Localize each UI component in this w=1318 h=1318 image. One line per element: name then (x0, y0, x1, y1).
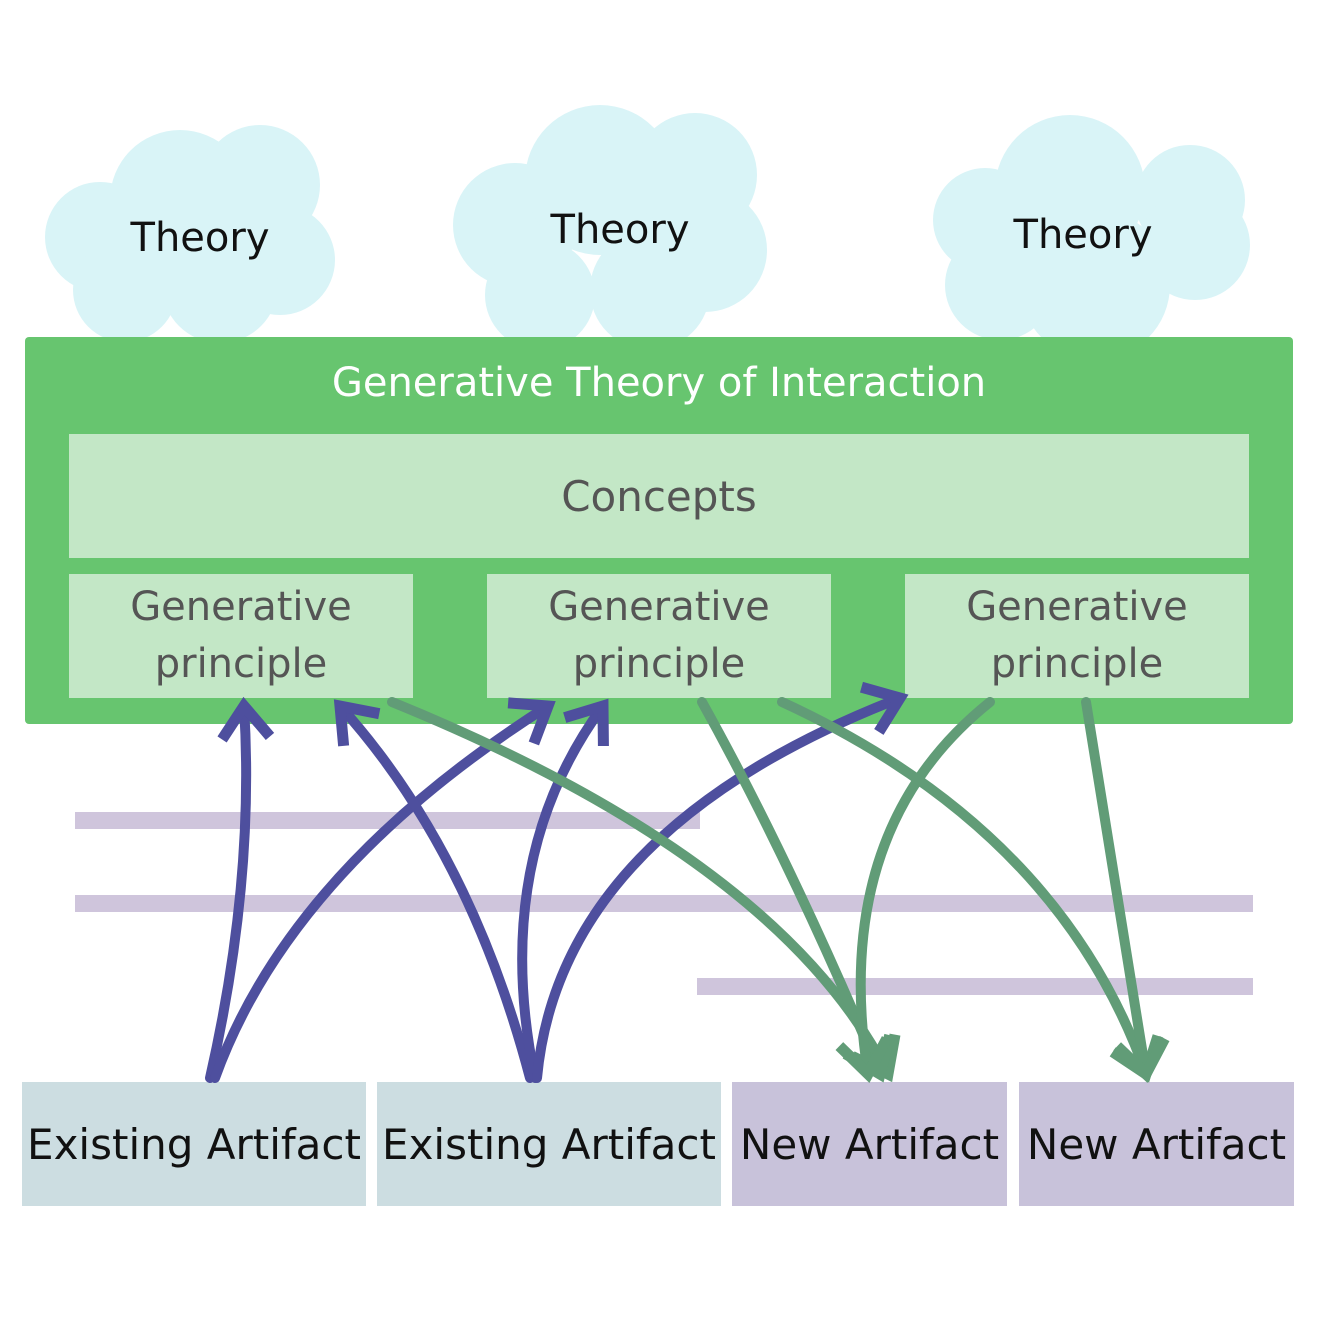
timeline-bar-2 (75, 895, 1253, 912)
generative-principle-2: Generative principle (487, 574, 831, 698)
generative-theory-title: Generative Theory of Interaction (331, 360, 987, 406)
existing-artifact-1: Existing Artifact (22, 1082, 366, 1206)
cloud-1 (45, 125, 335, 343)
generative-principle-3: Generative principle (905, 574, 1249, 698)
inspire-arrow-5 (532, 681, 909, 1083)
inspire-arrow-4 (517, 698, 609, 1083)
inspire-arrow-3 (333, 699, 535, 1083)
generate-arrow-3 (835, 697, 995, 1084)
cloud-3 (933, 115, 1250, 360)
generative-principle-1: Generative principle (69, 574, 413, 698)
concepts-box: Concepts (69, 434, 1249, 558)
cloud-label-theory-1: Theory (130, 215, 270, 261)
inspire-arrow-1 (205, 696, 275, 1083)
cloud-label-theory-3: Theory (1013, 212, 1153, 258)
existing-artifact-2: Existing Artifact (377, 1082, 721, 1206)
new-artifact-1: New Artifact (732, 1082, 1007, 1206)
new-artifact-2: New Artifact (1019, 1082, 1294, 1206)
generate-arrow-5 (1081, 697, 1170, 1084)
cloud-label-theory-2: Theory (550, 207, 690, 253)
generate-arrow-4 (777, 697, 1164, 1083)
cloud-2 (453, 105, 767, 350)
generate-arrow-2 (697, 697, 896, 1083)
inspire-arrow-2 (210, 697, 556, 1083)
